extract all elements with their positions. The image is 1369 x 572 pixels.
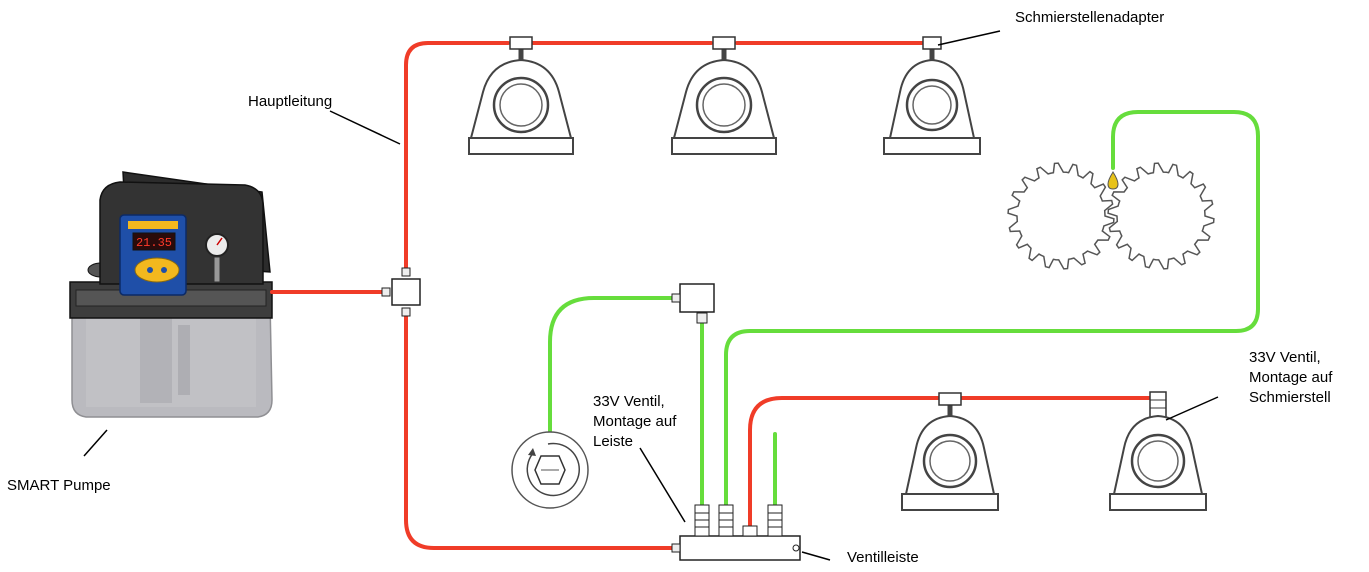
pump-control-buttons bbox=[134, 257, 180, 283]
label-valve-on-point: 33V Ventil, Montage auf Schmierstell bbox=[1249, 348, 1359, 404]
gear-left-icon bbox=[1007, 162, 1115, 270]
label-point-adapter: Schmierstellenadapter bbox=[1015, 9, 1165, 26]
bearing-2 bbox=[671, 36, 777, 155]
gear-right-icon bbox=[1107, 162, 1215, 270]
label-valve-on-bar: 33V Ventil, Montage auf Leiste bbox=[593, 392, 676, 452]
label-valve-on-bar-line-3: Leiste bbox=[593, 433, 634, 450]
oil-drop-icon bbox=[1107, 171, 1119, 190]
valve-3 bbox=[742, 525, 758, 537]
pressure-gauge-icon bbox=[205, 233, 229, 283]
valve-2 bbox=[718, 504, 734, 537]
bearing-3 bbox=[883, 36, 981, 155]
pump-display-reading: 21.35 bbox=[136, 236, 172, 250]
bearing-4 bbox=[901, 392, 999, 511]
elbow-connector bbox=[671, 283, 715, 324]
valve-1 bbox=[694, 504, 710, 537]
label-valve-on-bar-line-2: Montage auf bbox=[593, 413, 677, 430]
valve-bar bbox=[671, 504, 801, 561]
main-line-pipes bbox=[270, 41, 1151, 550]
smart-pump: 21.35 bbox=[69, 171, 273, 418]
bearing-5 bbox=[1109, 391, 1207, 511]
label-valve-on-point-line-1: 33V Ventil, bbox=[1249, 349, 1321, 366]
rotating-shaft bbox=[511, 431, 589, 509]
gear-wheels bbox=[1007, 162, 1215, 270]
label-smart-pump: SMART Pumpe bbox=[7, 477, 111, 494]
pump-display bbox=[132, 232, 176, 251]
label-valve-on-point-line-2: Montage auf bbox=[1249, 369, 1333, 386]
valve-4 bbox=[767, 504, 783, 537]
bearing-1 bbox=[468, 36, 574, 155]
label-valve-on-bar-line-1: 33V Ventil, bbox=[593, 393, 665, 410]
label-valve-on-point-line-3: Schmierstell bbox=[1249, 389, 1331, 404]
label-main-line: Hauptleitung bbox=[248, 93, 333, 110]
leader-lines bbox=[83, 30, 1219, 561]
t-junction bbox=[381, 267, 421, 317]
secondary-line-pipes bbox=[548, 110, 1260, 510]
label-valve-bar: Ventilleiste bbox=[847, 549, 919, 566]
